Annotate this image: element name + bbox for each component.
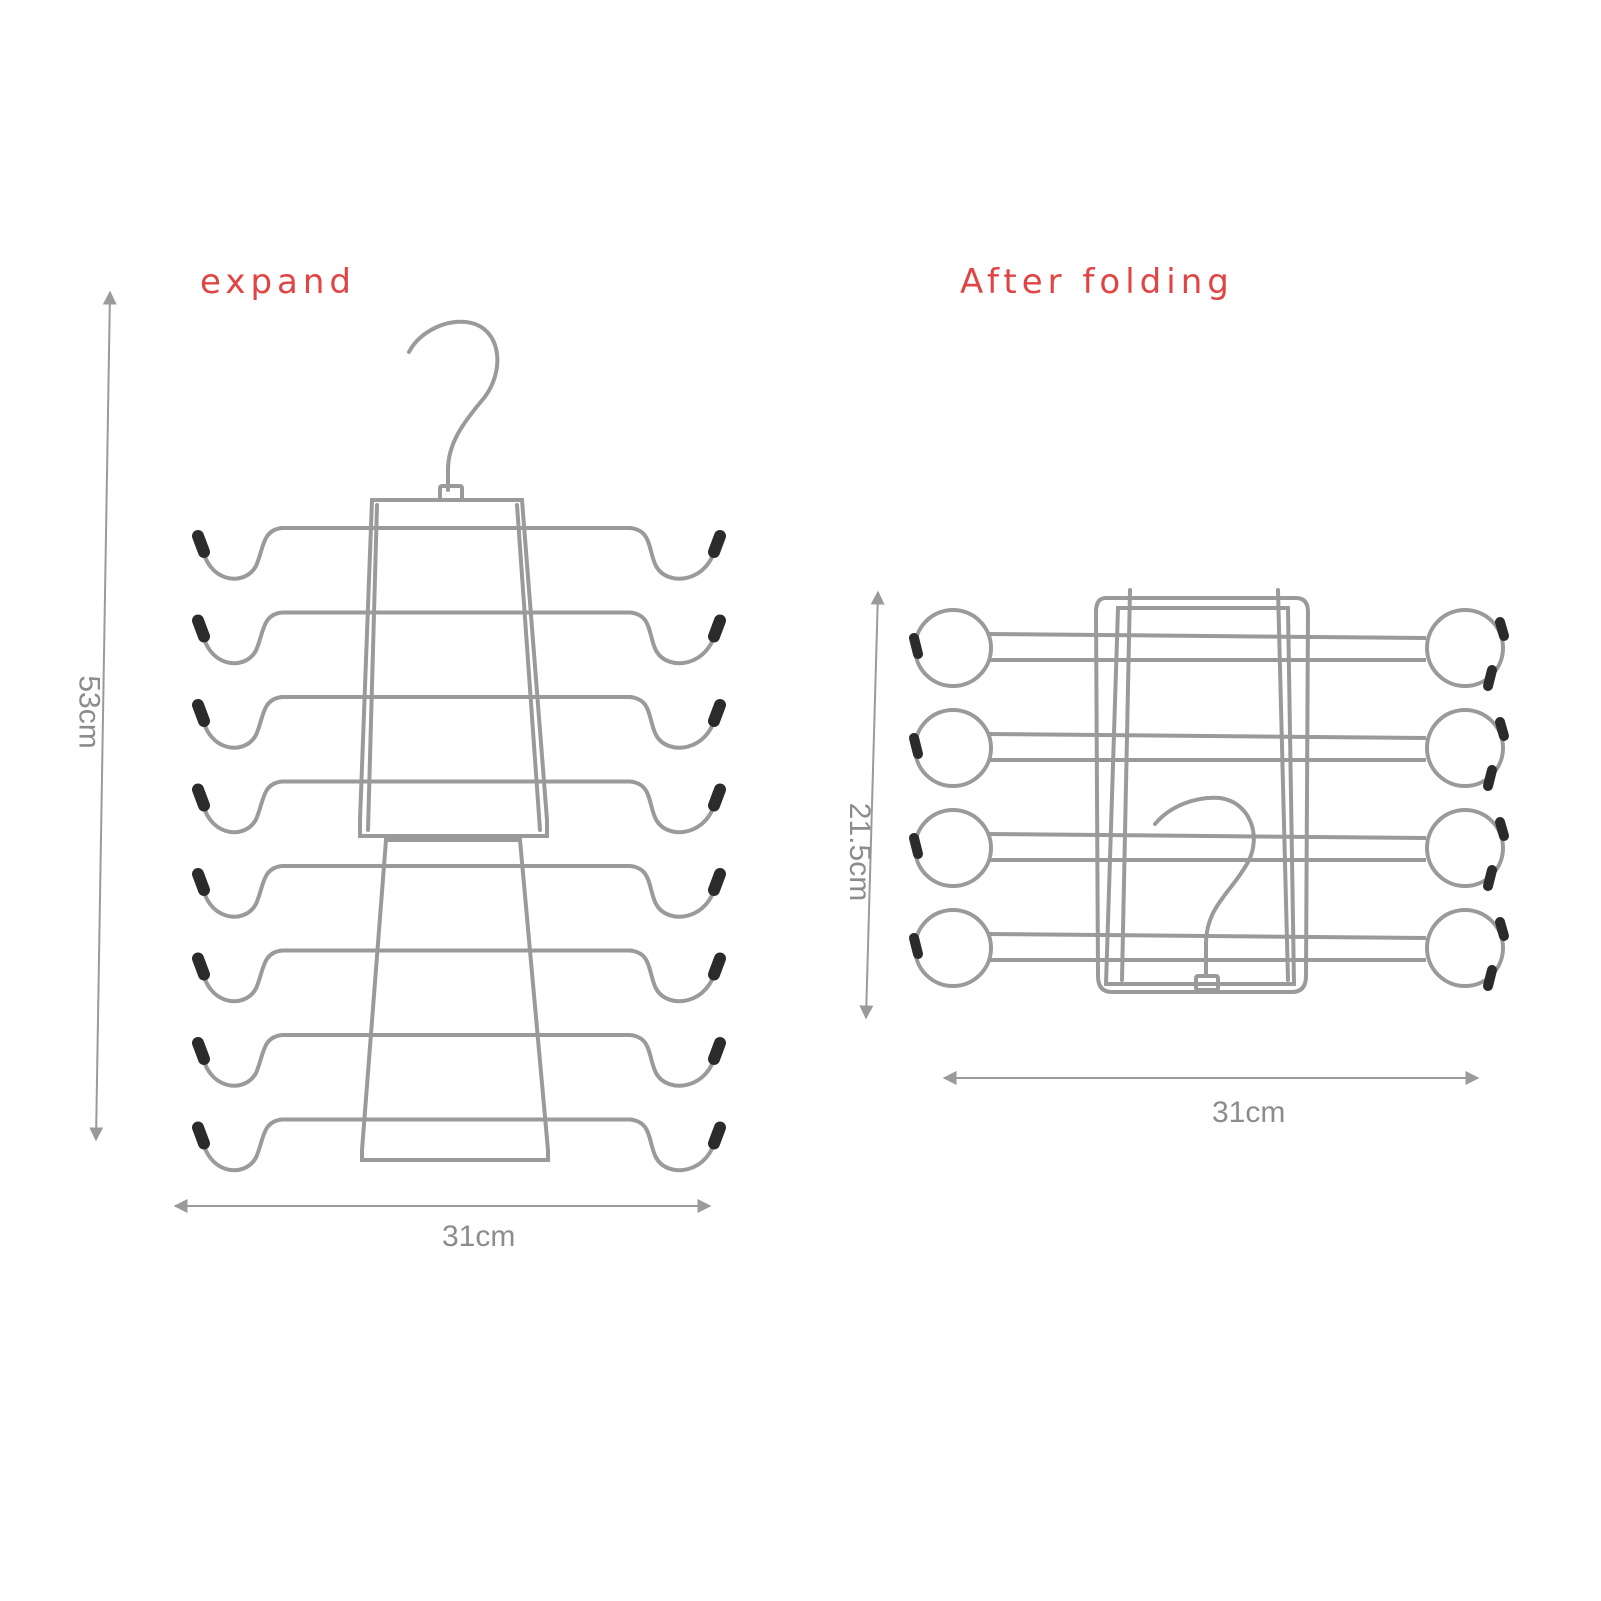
expanded-arm-tip-right (708, 1121, 726, 1150)
expanded-arm-wire (200, 1117, 718, 1173)
folded-arm-tip-left (909, 833, 923, 859)
expanded-arm-wire (200, 610, 718, 666)
folded-arm-tip-right (1495, 717, 1509, 741)
folded-title: After folding (960, 262, 1234, 302)
folded-arm-tip-left (909, 933, 923, 959)
folded-arm-loop-right (1425, 908, 1505, 988)
expanded-lower-frame (360, 838, 550, 1162)
expanded-hanger-clip (438, 484, 464, 502)
expanded-arm (192, 1117, 726, 1173)
expanded-arm-tip-left (192, 868, 210, 896)
expanded-arm-tip-right (708, 783, 726, 812)
folded-arm-loop-right (1425, 708, 1505, 788)
expanded-title: expand (200, 262, 356, 302)
expanded-width-label: 31cm (442, 1220, 516, 1253)
folded-hanger-hook (1153, 795, 1256, 978)
folded-arm-tip-right (1495, 617, 1509, 641)
expanded-arm-tip-right (708, 868, 726, 896)
expanded-arm-wire (200, 1033, 718, 1088)
folded-arm-loop-left (913, 908, 993, 988)
folded-height-label: 21.5cm (843, 802, 877, 902)
expanded-arm (192, 779, 726, 835)
expanded-arm-tip-left (192, 783, 210, 812)
folded-arm-wire (987, 832, 1427, 862)
folded-arm (909, 808, 1509, 891)
expanded-upper-frame (358, 498, 549, 838)
expanded-arm-tip-left (192, 952, 210, 981)
folded-arm-tip-left (909, 733, 923, 759)
expanded-arm-wire (200, 948, 718, 1004)
expanded-height-arrow (89, 290, 117, 1142)
folded-arm-wire (987, 932, 1427, 962)
folded-hanger-clip (1194, 974, 1220, 992)
folded-arm-loop-left (913, 808, 993, 888)
expanded-arm (192, 948, 726, 1004)
expanded-arm-tip-right (708, 1037, 726, 1065)
folded-arm-tip-right-lower (1483, 665, 1497, 691)
expanded-height-label: 53cm (72, 675, 106, 749)
folded-arm-wire (987, 732, 1427, 762)
expanded-arm (192, 864, 726, 919)
expanded-hanger-hook (407, 319, 500, 492)
expanded-arm-tip-left (192, 614, 210, 643)
folded-arm (909, 708, 1509, 791)
folded-arm-loop-right (1425, 608, 1505, 688)
expanded-arm (192, 1033, 726, 1088)
folded-width-label: 31cm (1212, 1096, 1286, 1129)
expanded-arm (192, 610, 726, 666)
expanded-arm-tip-left (192, 1121, 210, 1150)
expanded-arm-tip-left (192, 1037, 210, 1065)
folded-arms (909, 608, 1509, 991)
folded-arm-tip-left (909, 633, 923, 659)
expanded-arm-tip-right (708, 699, 726, 727)
folded-arm-tip-right-lower (1483, 765, 1497, 791)
folded-arm-tip-right (1495, 817, 1509, 841)
expanded-arm-wire (200, 695, 718, 750)
folded-arm-loop-left (913, 708, 993, 788)
expanded-arm-tip-right (708, 614, 726, 643)
folded-arm-loop-left (913, 608, 993, 688)
expanded-arm-wire (200, 526, 718, 581)
folded-height-arrow (859, 590, 885, 1020)
expanded-arms (192, 526, 726, 1173)
expanded-arm-wire (200, 864, 718, 919)
folded-frame-inner (1103, 606, 1297, 986)
folded-hanger (1093, 588, 1311, 994)
expanded-arm-tip-left (192, 699, 210, 727)
expanded-hanger (358, 319, 550, 1162)
folded-arm-wire (987, 632, 1427, 662)
folded-frame-outer (1093, 596, 1311, 994)
expanded-arm (192, 695, 726, 750)
folded-arm (909, 908, 1509, 991)
folded-arm-tip-right-lower (1483, 865, 1497, 891)
folded-arm-loop-right (1425, 808, 1505, 888)
folded-arm-tip-right-lower (1483, 965, 1497, 991)
expanded-arm-tip-right (708, 952, 726, 981)
expanded-arm (192, 526, 726, 581)
folded-arm (909, 608, 1509, 691)
folded-arm-tip-right (1495, 917, 1509, 941)
expanded-arm-tip-right (708, 530, 726, 558)
expanded-arm-wire (200, 779, 718, 835)
expanded-arm-tip-left (192, 530, 210, 558)
